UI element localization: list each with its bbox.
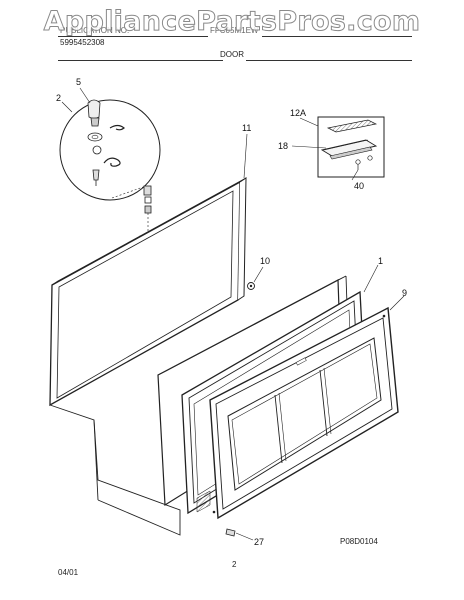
callout-2: 2: [56, 93, 61, 103]
leader-lines: [61, 87, 405, 541]
hinge-screw-part: [92, 169, 100, 186]
publication-label: PUBLICATION NO.: [60, 26, 130, 35]
outer-door-panel: [209, 306, 399, 520]
handle-detail-inset: [317, 116, 385, 178]
header-rule-top-right: [262, 36, 412, 37]
footer-page-number: 2: [232, 560, 237, 569]
hinge-clip-part: [109, 124, 125, 131]
callout-11: 11: [242, 123, 251, 133]
hinge-washer-part: [92, 145, 102, 155]
header-rule-top-left: [58, 36, 208, 37]
screw-part-10: [247, 282, 255, 290]
page-title: DOOR: [220, 50, 244, 59]
callout-18: 18: [278, 141, 288, 151]
hinge-pin-part: [87, 99, 101, 127]
hinge-bushing-part: [87, 132, 103, 142]
watermark: AppliancePartsPros.com: [43, 6, 421, 38]
screw-part-27: [225, 528, 236, 537]
hinge-spring-part: [103, 157, 121, 167]
publication-number: 5995452308: [60, 38, 105, 47]
callout-40: 40: [354, 181, 364, 191]
callout-9: 9: [402, 288, 407, 298]
model-number: FFC05M1EW: [210, 26, 259, 35]
callout-10: 10: [260, 256, 270, 266]
cabinet-body: [49, 404, 181, 536]
callout-27: 27: [254, 537, 264, 547]
lid-liner-frame: [49, 177, 247, 407]
diagram-code: P08D0104: [340, 537, 378, 546]
title-rule-right: [246, 60, 412, 61]
callout-5: 5: [76, 77, 81, 87]
footer-date: 04/01: [58, 568, 79, 577]
hinge-detail-inset: [59, 99, 161, 201]
callout-12a: 12A: [290, 108, 306, 118]
callout-1: 1: [378, 256, 383, 266]
title-rule-left: [58, 60, 223, 61]
